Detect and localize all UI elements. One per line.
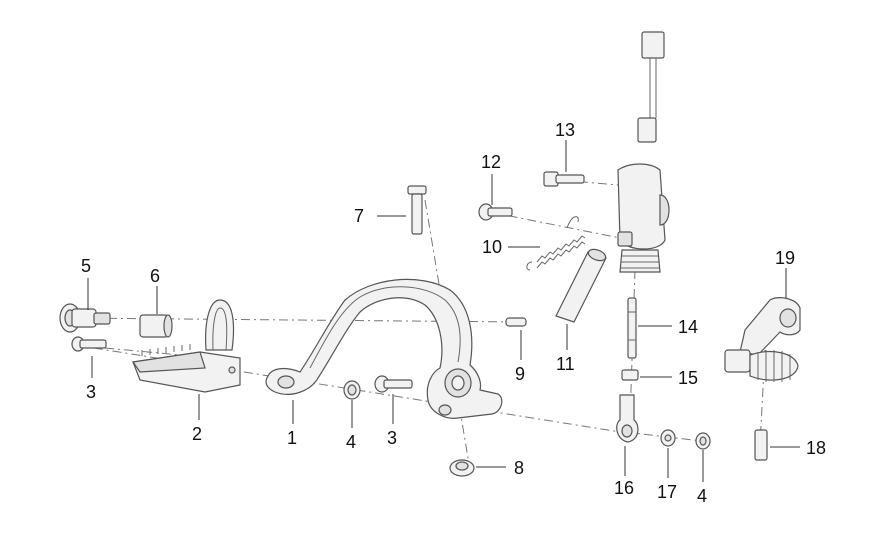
part-6-bushing xyxy=(139,314,173,338)
callout-6: 6 xyxy=(150,266,160,286)
part-4-nut-right xyxy=(695,432,711,450)
part-15-lock-nut xyxy=(621,369,639,381)
part-2-footrest-peg xyxy=(131,299,241,393)
callout-8: 8 xyxy=(514,458,524,478)
master-cylinder xyxy=(617,31,670,273)
callout-16: 16 xyxy=(614,478,634,498)
callout-labels: 5 6 3 2 1 4 3 7 8 9 10 11 12 13 14 15 16… xyxy=(81,120,826,506)
part-1-brake-pedal xyxy=(265,278,503,419)
callout-4-right: 4 xyxy=(697,486,707,506)
callout-3-middle: 3 xyxy=(387,428,397,448)
callout-7: 7 xyxy=(354,206,364,226)
part-19-shift-lever xyxy=(724,297,801,382)
part-16-clevis xyxy=(616,394,639,443)
callout-17: 17 xyxy=(657,482,677,502)
callout-9: 9 xyxy=(515,364,525,384)
part-13-banjo-bolt xyxy=(543,171,585,187)
callout-13: 13 xyxy=(555,120,575,140)
leader-lines xyxy=(87,140,800,482)
callout-5: 5 xyxy=(81,256,91,276)
callout-12: 12 xyxy=(481,152,501,172)
part-10-spring xyxy=(526,216,586,271)
callout-1: 1 xyxy=(287,428,297,448)
part-3-bolt-left xyxy=(71,336,107,352)
part-14-push-rod xyxy=(627,297,637,359)
callout-18: 18 xyxy=(806,438,826,458)
callout-14: 14 xyxy=(678,317,698,337)
part-9-small-pin xyxy=(505,317,527,327)
callout-2: 2 xyxy=(192,424,202,444)
callout-19: 19 xyxy=(775,248,795,268)
part-17-washer xyxy=(660,429,676,447)
callout-15: 15 xyxy=(678,368,698,388)
callout-4-middle: 4 xyxy=(346,432,356,452)
part-11-sleeve xyxy=(555,248,607,323)
callout-10: 10 xyxy=(482,237,502,257)
part-4-nut-middle xyxy=(343,380,361,400)
callout-11: 11 xyxy=(556,354,575,374)
callout-3-left: 3 xyxy=(86,382,96,402)
part-18-bolt xyxy=(754,429,768,461)
part-12-bolt xyxy=(478,203,513,221)
part-3-bolt-middle xyxy=(374,375,413,393)
part-7-pin xyxy=(407,185,427,235)
part-5-pivot-bolt xyxy=(59,303,111,333)
part-8-nut xyxy=(449,459,475,477)
